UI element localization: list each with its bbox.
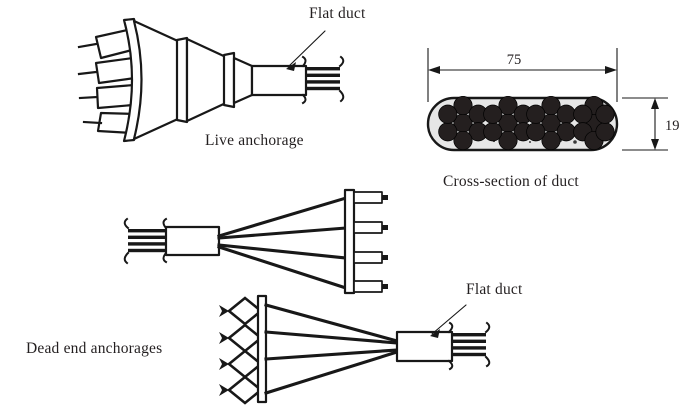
flat-duct-bottom-leader-arrow <box>430 304 467 338</box>
dead-end-anchorages-label: Dead end anchorages <box>26 340 162 357</box>
live-anchorage-mid-flange <box>175 36 189 124</box>
duct-break-lines-top <box>301 55 345 105</box>
flat-duct-mid <box>164 225 221 257</box>
live-anchorage-taper <box>185 37 230 123</box>
strand-cluster-4 <box>573 95 615 151</box>
bearing-plate-lower <box>256 294 268 404</box>
exposed-strands-top <box>306 67 340 91</box>
bearing-plate-mid <box>343 188 356 295</box>
live-anchorage-label: Live anchorage <box>205 132 304 149</box>
flat-duct-top <box>250 64 308 97</box>
live-anchorage-assembly <box>77 17 345 143</box>
dead-end-anchorage-upper <box>123 188 388 295</box>
width-dimension <box>427 48 618 102</box>
exposed-strands-mid <box>128 229 166 253</box>
flat-duct-bottom <box>395 330 454 363</box>
live-anchorage-collar <box>222 51 236 109</box>
live-anchor-heads <box>77 27 138 135</box>
live-anchorage-neck <box>232 56 254 105</box>
strand-cluster-3 <box>526 95 576 151</box>
anchor-heads-mid <box>353 191 388 293</box>
dead-end-anchorage-lower <box>219 294 491 405</box>
live-anchorage-trumpet <box>132 19 182 141</box>
exposed-strands-bottom <box>452 333 486 357</box>
splayed-strands-mid <box>217 196 348 290</box>
splayed-strands-lower <box>264 303 399 395</box>
flat-duct-top-label: Flat duct <box>309 5 366 22</box>
width-dimension-value: 75 <box>507 52 522 68</box>
flat-duct-bottom-label: Flat duct <box>466 281 523 298</box>
cross-section-label: Cross-section of duct <box>443 173 579 190</box>
flat-duct-top-leader-arrow <box>286 30 326 71</box>
duct-break-lines-mid <box>123 217 168 265</box>
height-dimension <box>622 97 668 151</box>
strand-cluster-2 <box>483 95 533 151</box>
height-dimension-value: 19 <box>665 118 680 134</box>
duct-break-lines-bottom <box>447 321 491 371</box>
bulb-dead-ends <box>219 296 264 405</box>
duct-cross-section-group: 75 <box>426 48 680 152</box>
strand-cluster-1 <box>438 95 488 151</box>
